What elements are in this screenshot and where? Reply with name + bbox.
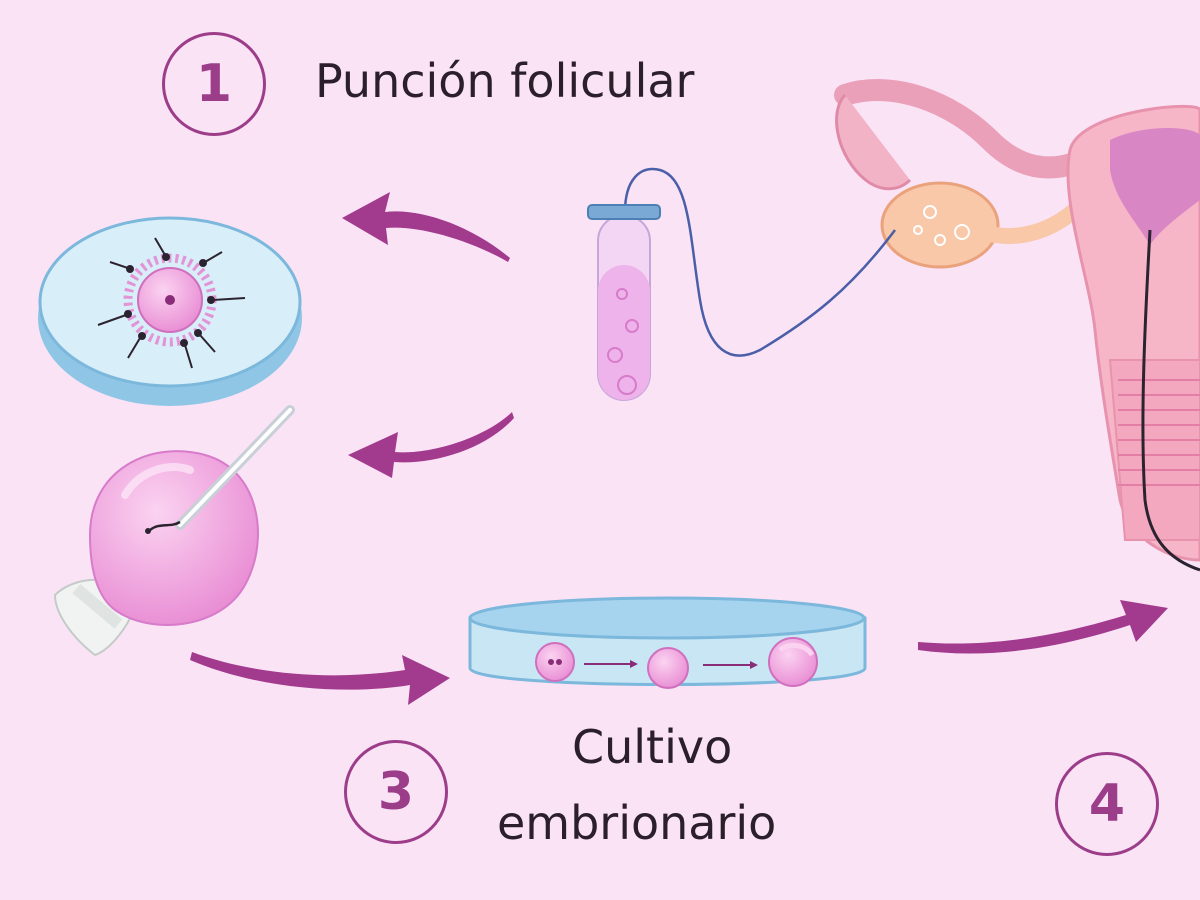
test-tube-illustration <box>587 167 896 401</box>
culture-dish-illustration <box>468 596 867 689</box>
step-1-circle: 1 <box>162 32 266 136</box>
step-3-label-line1: Cultivo <box>572 720 733 774</box>
step-1-label: Punción folicular <box>315 54 695 108</box>
process-arrows <box>190 192 1168 705</box>
arrow-tube-to-dish <box>342 192 510 262</box>
ovary <box>880 181 1000 269</box>
embryo-morula <box>647 647 689 689</box>
step-3-circle: 3 <box>344 740 448 844</box>
arrow-culture-to-uterus <box>918 600 1168 654</box>
petri-dish-fertilization <box>38 216 302 406</box>
arrow-tube-to-icsi <box>348 412 514 478</box>
step-3-number: 3 <box>377 762 415 822</box>
step-4-number: 4 <box>1088 774 1126 834</box>
icsi-illustration <box>53 405 295 657</box>
step-4-circle: 4 <box>1055 752 1159 856</box>
catheter-line <box>1141 229 1200 572</box>
uterus-illustration <box>834 79 1200 572</box>
step-1-number: 1 <box>195 54 233 114</box>
step-3-label-line2: embrionario <box>497 796 777 850</box>
arrow-icsi-to-culture <box>190 652 450 705</box>
embryo-2cell <box>535 642 575 682</box>
aspiration-tube-line <box>623 167 896 357</box>
